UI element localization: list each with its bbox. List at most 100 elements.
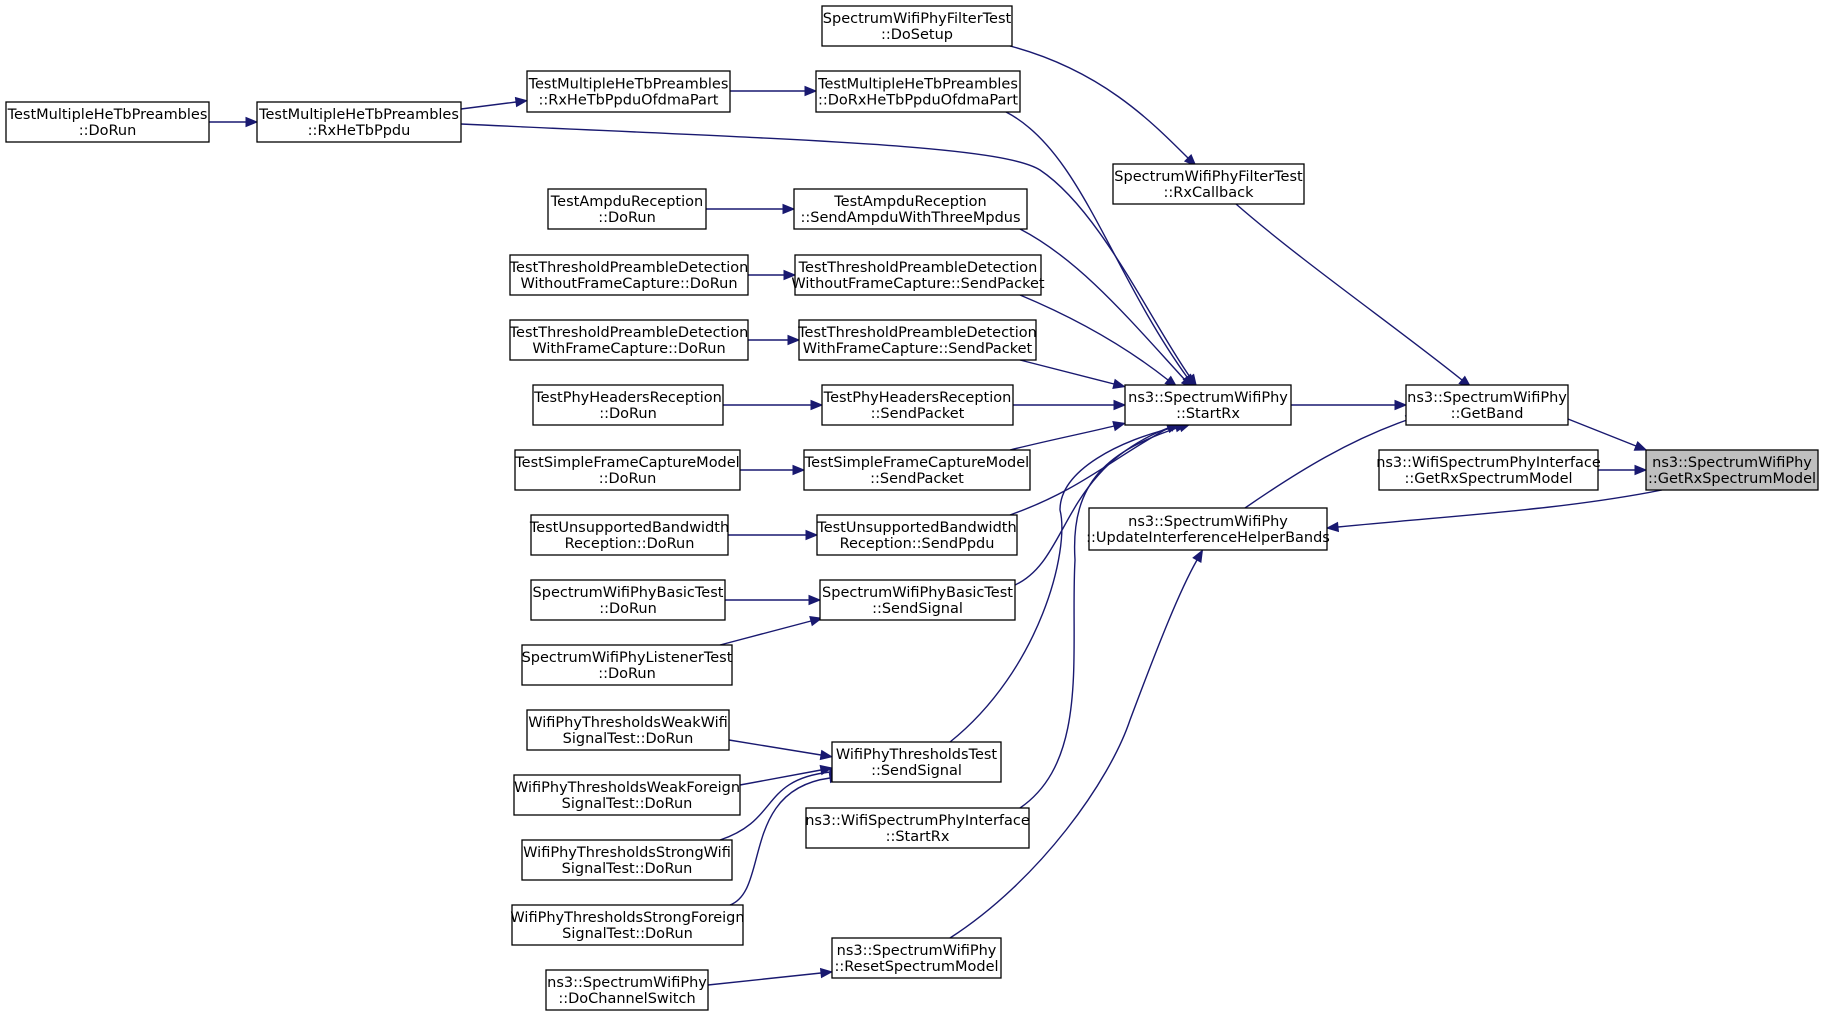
node-label-line1: WifiPhyThresholdsStrongForeign: [510, 910, 744, 926]
node-box: [1112, 163, 1305, 205]
node-label-line1: SpectrumWifiPhyFilterTest: [823, 11, 1012, 27]
arrowhead: [819, 749, 834, 761]
node-label-line1: ns3::SpectrumWifiPhy: [547, 975, 707, 991]
node-label-line2: Reception::DoRun: [565, 536, 695, 552]
node-label-line1: TestThresholdPreambleDetection: [509, 325, 749, 341]
arrowhead: [245, 116, 259, 128]
graph-node[interactable]: WifiPhyThresholdsWeakWifiSignalTest::DoR…: [526, 709, 730, 751]
node-label-line1: TestThresholdPreambleDetection: [797, 325, 1037, 341]
graph-node[interactable]: ns3::SpectrumWifiPhy::ResetSpectrumModel: [831, 937, 1002, 979]
node-label-line2: ::DoRun: [598, 666, 656, 682]
node-label-line2: WithFrameCapture::DoRun: [532, 341, 725, 357]
graph-node[interactable]: WifiPhyThresholdsStrongForeignSignalTest…: [510, 904, 745, 946]
node-label-line2: ::RxHeTbPpduOfdmaPart: [538, 93, 718, 109]
node-label-line2: ::StartRx: [886, 829, 950, 845]
graph-node[interactable]: TestUnsupportedBandwidthReception::SendP…: [816, 514, 1018, 556]
node-box: [526, 70, 731, 113]
node-box: [1405, 384, 1569, 426]
graph-node[interactable]: TestSimpleFrameCaptureModel::SendPacket: [803, 449, 1031, 491]
node-box: [1124, 384, 1292, 426]
graph-node[interactable]: TestMultipleHeTbPreambles::RxHeTbPpdu: [256, 101, 462, 143]
node-label-line2: SignalTest::DoRun: [562, 926, 693, 942]
node-label-line2: ::StartRx: [1176, 406, 1240, 422]
node-label-line1: TestSimpleFrameCaptureModel: [514, 455, 739, 471]
node-label-line2: ::RxCallback: [1164, 185, 1255, 201]
arrowhead: [810, 399, 824, 411]
call-edge: [1009, 45, 1197, 167]
graph-node[interactable]: TestSimpleFrameCaptureModel::DoRun: [514, 449, 741, 491]
graph-node[interactable]: TestThresholdPreambleDetectionWithFrameC…: [797, 319, 1037, 361]
edge-line: [719, 620, 812, 646]
call-edge: [209, 116, 259, 128]
arrowhead: [1325, 521, 1340, 533]
graph-node[interactable]: TestThresholdPreambleDetectionWithoutFra…: [509, 254, 749, 296]
node-box: [803, 449, 1031, 491]
call-edge: [1013, 399, 1127, 411]
graph-node[interactable]: TestPhyHeadersReception::SendPacket: [821, 384, 1014, 426]
arrowhead: [514, 96, 529, 108]
node-label-line2: ::UpdateInterferenceHelperBands: [1086, 530, 1330, 546]
node-box: [798, 319, 1037, 361]
graph-node[interactable]: TestAmpduReception::DoRun: [547, 188, 707, 230]
graph-node[interactable]: ns3::WifiSpectrumPhyInterface::GetRxSpec…: [1376, 449, 1601, 491]
node-label-line1: SpectrumWifiPhyListenerTest: [522, 650, 733, 666]
node-box: [509, 319, 749, 361]
graph-node[interactable]: TestMultipleHeTbPreambles::RxHeTbPpduOfd…: [526, 70, 731, 113]
edge-line: [1019, 359, 1115, 385]
graph-node[interactable]: TestThresholdPreambleDetectionWithFrameC…: [509, 319, 749, 361]
call-edge: [460, 123, 1198, 388]
graph-node[interactable]: TestMultipleHeTbPreambles::DoRun: [5, 101, 210, 143]
graph-node[interactable]: ns3::SpectrumWifiPhy::GetBand: [1405, 384, 1569, 426]
graph-node[interactable]: WifiPhyThresholdsTest::SendSignal: [831, 741, 1002, 783]
node-label-line1: WifiPhyThresholdsWeakForeign: [514, 780, 740, 796]
graph-node[interactable]: SpectrumWifiPhyBasicTest::SendSignal: [819, 579, 1016, 621]
edge-line: [949, 559, 1198, 939]
call-edge: [719, 616, 823, 646]
call-edge: [1598, 464, 1648, 476]
call-edge: [728, 739, 834, 761]
graph-node[interactable]: TestMultipleHeTbPreambles::DoRxHeTbPpduO…: [815, 70, 1021, 113]
graph-node[interactable]: ns3::SpectrumWifiPhy::UpdateInterference…: [1086, 507, 1330, 551]
call-edge: [1019, 422, 1192, 809]
graph-node[interactable]: ns3::SpectrumWifiPhy::GetRxSpectrumModel: [1645, 449, 1819, 491]
node-label-line2: ::DoRxHeTbPpduOfdmaPart: [818, 93, 1018, 109]
edge-line: [1019, 294, 1169, 381]
graph-node[interactable]: ns3::WifiSpectrumPhyInterface::StartRx: [805, 807, 1030, 849]
call-edge: [723, 399, 824, 411]
edge-line: [1235, 203, 1463, 381]
arrowhead: [1112, 378, 1126, 389]
edge-line: [460, 123, 1191, 378]
graph-node[interactable]: ns3::SpectrumWifiPhy::StartRx: [1124, 384, 1292, 426]
graph-node[interactable]: TestPhyHeadersReception::DoRun: [532, 384, 724, 426]
node-box: [513, 774, 741, 816]
edge-line: [1009, 45, 1189, 159]
arrowhead: [1394, 399, 1408, 411]
node-label-line2: SignalTest::DoRun: [562, 861, 693, 877]
node-box: [526, 709, 730, 751]
graph-node[interactable]: SpectrumWifiPhyFilterTest::DoSetup: [821, 5, 1013, 47]
arrowhead: [808, 594, 822, 606]
node-box: [5, 101, 210, 143]
edge-line: [728, 739, 822, 756]
graph-node[interactable]: WifiPhyThresholdsWeakForeignSignalTest::…: [513, 774, 741, 816]
node-label-line2: ::DoRun: [79, 123, 137, 139]
node-label-line1: TestSimpleFrameCaptureModel: [804, 455, 1029, 471]
graph-node[interactable]: WifiPhyThresholdsStrongWifiSignalTest::D…: [521, 839, 733, 881]
graph-node[interactable]: SpectrumWifiPhyListenerTest::DoRun: [521, 644, 733, 686]
node-label-line2: ::GetRxSpectrumModel: [1404, 471, 1572, 487]
node-label-line1: TestMultipleHeTbPreambles: [258, 107, 459, 123]
node-box: [256, 101, 462, 143]
edge-line: [719, 771, 831, 841]
arrowhead: [1113, 399, 1127, 411]
graph-node[interactable]: SpectrumWifiPhyBasicTest::DoRun: [530, 579, 726, 621]
graph-node[interactable]: TestAmpduReception::SendAmpduWithThreeMp…: [793, 188, 1028, 230]
graph-node[interactable]: ns3::SpectrumWifiPhy::DoChannelSwitch: [545, 969, 709, 1011]
node-label-line1: TestPhyHeadersReception: [533, 390, 722, 406]
edge-line: [729, 777, 831, 906]
graph-node[interactable]: SpectrumWifiPhyFilterTest::RxCallback: [1112, 163, 1305, 205]
arrowhead: [1112, 421, 1126, 432]
graph-node[interactable]: TestThresholdPreambleDetectionWithoutFra…: [791, 254, 1045, 296]
node-label-line1: WifiPhyThresholdsStrongWifi: [523, 845, 731, 861]
arrowhead: [783, 269, 797, 281]
